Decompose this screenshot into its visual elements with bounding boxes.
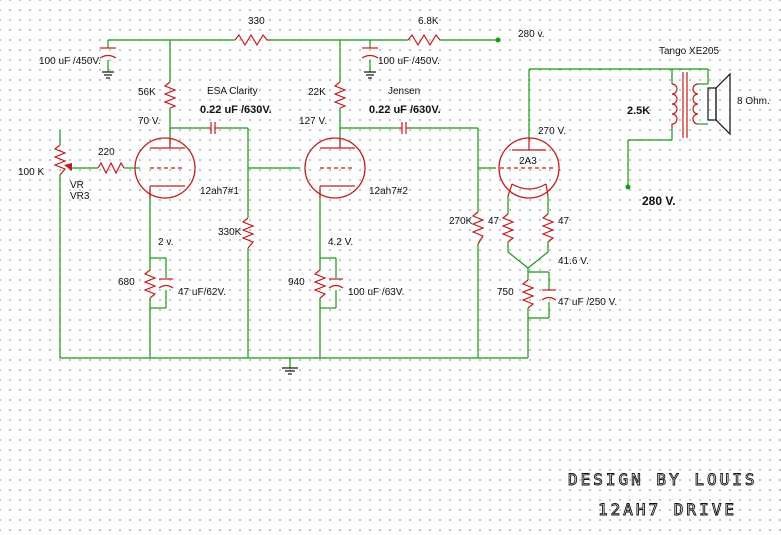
signature-title: 12AH7 DRIVE <box>598 500 737 519</box>
label-v-plate-2a3: 270 V. <box>538 126 566 137</box>
speaker-icon <box>707 72 731 136</box>
label-r940: 940 <box>288 277 305 288</box>
ground-icon <box>282 367 298 375</box>
label-v-plate-1: 70 V. <box>138 116 160 127</box>
label-r750: 750 <box>497 287 514 298</box>
label-b-plus-top: 280 v. <box>518 29 545 40</box>
label-pot: 100 K <box>18 167 44 178</box>
resistor-330 <box>234 33 270 47</box>
b-plus-node-output <box>625 184 631 190</box>
label-r47-left: 47 <box>488 216 500 227</box>
label-cap-filter-2: 100 uF /450V. <box>378 56 440 67</box>
volume-pot-100k <box>53 144 72 176</box>
resistor-47-left <box>501 213 515 243</box>
label-vr3: VR3 <box>70 191 90 202</box>
label-r330k: 330K <box>218 227 242 238</box>
output-transformer <box>671 69 709 138</box>
resistor-680 <box>143 269 157 299</box>
label-tube-2a3: 2A3 <box>519 156 537 167</box>
input-wires <box>59 130 140 358</box>
signature-designer: DESIGN BY LOUIS <box>568 470 758 489</box>
label-vr: VR <box>70 180 84 191</box>
label-tube-1: 12ah7#1 <box>200 186 239 197</box>
label-cap-cathode-2: 100 uF /63V. <box>348 287 404 298</box>
resistor-750 <box>521 279 535 309</box>
label-r47-right: 47 <box>558 216 570 227</box>
resistor-56k <box>163 81 177 109</box>
coupling-cap-2 <box>398 122 410 134</box>
cathode-cap-3 <box>541 289 557 301</box>
label-v-cathode-2: 4.2 V. <box>328 237 353 248</box>
filter-cap-1 <box>99 47 117 59</box>
resistor-47-right <box>541 213 555 243</box>
label-cap-filter-1: 100 uF /450V. <box>39 56 101 67</box>
resistor-6k8 <box>407 33 441 47</box>
stage1-wires <box>149 40 300 358</box>
label-cap-cathode-3: 47 uF /250 V. <box>558 297 617 308</box>
ground-icon <box>102 71 114 79</box>
label-r6k8: 6.8K <box>418 16 439 27</box>
label-v-cathode-1: 2 v. <box>158 237 173 248</box>
tube-12ah7-1 <box>134 137 196 199</box>
resistor-940 <box>313 269 327 299</box>
tube-2a3 <box>498 137 560 199</box>
ground-icon <box>364 71 376 79</box>
label-b-plus-out: 280 V. <box>642 194 676 208</box>
top-rail-wires <box>107 39 498 72</box>
label-r22k: 22K <box>308 87 326 98</box>
label-impedance: 2.5K <box>627 105 650 117</box>
label-transformer: Tango XE205 <box>659 46 719 57</box>
label-v-plate-2: 127 V. <box>299 116 327 127</box>
b-plus-node <box>495 37 501 43</box>
label-cap-cathode-1: 47 uF/62V. <box>178 287 226 298</box>
resistor-330k <box>241 217 255 249</box>
label-speaker: 8 Ohm. <box>737 96 770 107</box>
label-v-cathode-2a3: 41.6 V. <box>558 256 589 267</box>
label-r56k: 56K <box>138 87 156 98</box>
coupling-cap-1 <box>207 122 219 134</box>
label-r270k: 270K <box>449 216 473 227</box>
resistor-270k <box>471 211 485 245</box>
label-tube-2: 12ah7#2 <box>369 186 408 197</box>
filter-cap-2 <box>361 47 379 59</box>
output-wires <box>507 68 708 358</box>
label-r330: 330 <box>248 16 265 27</box>
label-jensen: Jensen <box>388 86 420 97</box>
label-r220: 220 <box>98 147 115 158</box>
label-coupling-cap-1: 0.22 uF /630V. <box>200 104 272 116</box>
label-esa-clarity: ESA Clarity <box>207 86 258 97</box>
stage2-wires <box>319 40 496 358</box>
cathode-cap-2 <box>328 278 344 289</box>
resistor-220 <box>97 161 125 175</box>
cathode-cap-1 <box>158 278 174 289</box>
ground-rail <box>60 357 528 368</box>
label-r680: 680 <box>118 277 135 288</box>
label-coupling-cap-2: 0.22 uF /630V. <box>369 104 441 116</box>
resistor-22k <box>333 81 347 109</box>
tube-12ah7-2 <box>304 137 366 199</box>
